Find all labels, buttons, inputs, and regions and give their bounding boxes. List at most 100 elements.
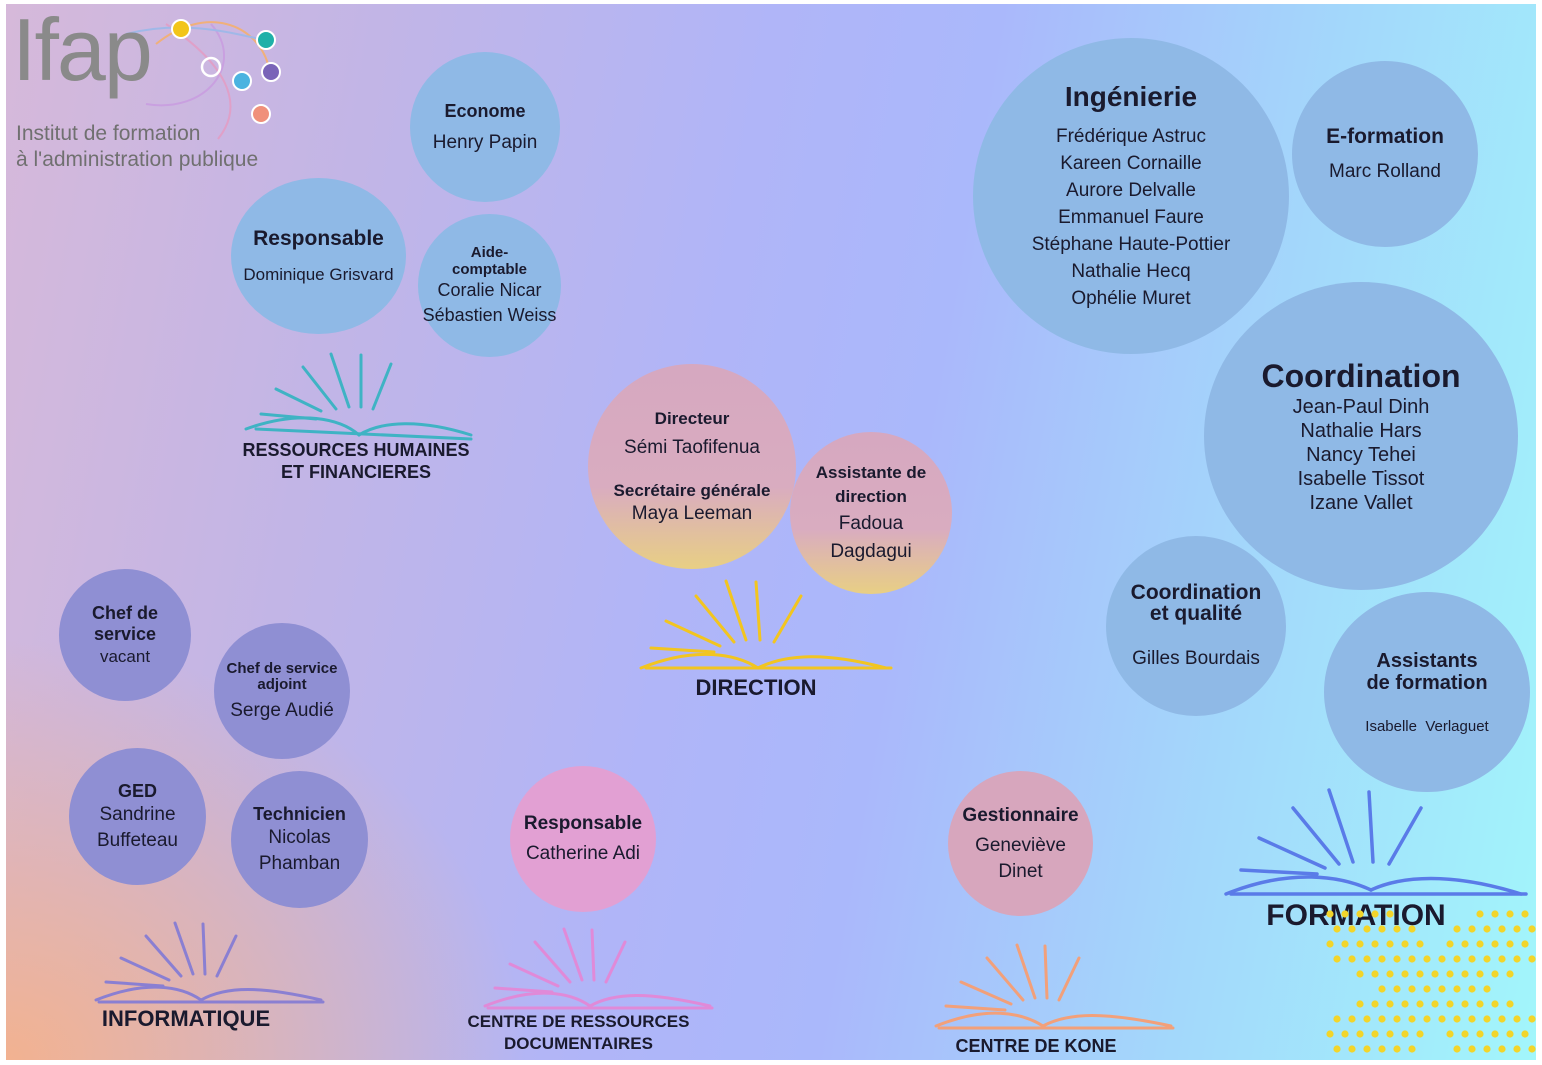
decorative-dot: [1333, 1015, 1341, 1023]
decorative-dot: [1416, 1030, 1424, 1038]
chef-service-name: vacant: [99, 647, 151, 666]
decorative-dot: [1491, 940, 1499, 948]
decorative-dot: [1506, 940, 1514, 948]
decorative-dot: [1521, 910, 1529, 918]
decorative-dot: [1408, 1015, 1416, 1023]
logo-tagline-2: à l'administration publique: [16, 148, 259, 171]
crd-responsable-name: Catherine Adi: [525, 843, 641, 864]
decorative-dot: [1378, 1015, 1386, 1023]
ingenierie-name: Aurore Delvalle: [1066, 179, 1196, 201]
decorative-dot: [1483, 1045, 1491, 1053]
coordination-name: Nancy Tehei: [1306, 443, 1416, 466]
decorative-dot: [1468, 1045, 1476, 1053]
decorative-dot: [1528, 1045, 1536, 1053]
decorative-dot: [1341, 1030, 1349, 1038]
decorative-dot: [1461, 940, 1469, 948]
decorative-dot: [1491, 1000, 1499, 1008]
gestionnaire-name-2: Dinet: [998, 860, 1043, 882]
decorative-dot: [1476, 970, 1484, 978]
coordination-name: Nathalie Hars: [1300, 419, 1422, 442]
decorative-dot: [1386, 970, 1394, 978]
org-chart-canvas: Ifap Institut de formation à l'administr…: [6, 4, 1536, 1060]
decorative-dot: [1423, 1015, 1431, 1023]
assistante-name-1: Fadoua: [838, 513, 904, 534]
aide-name-2: Sébastien Weiss: [422, 305, 557, 325]
ingenierie-circle: Ingénierie Frédérique Astruc Kareen Corn…: [973, 38, 1289, 354]
decorative-dot: [1491, 910, 1499, 918]
rh-book-icon: [244, 352, 473, 441]
rh-label-1: RESSOURCES HUMAINES: [242, 440, 470, 460]
coordination-names: Jean-Paul Dinh Nathalie Hars Nancy Tehei…: [1293, 395, 1430, 515]
eformation-title: E-formation: [1326, 125, 1444, 148]
logo-brand: Ifap: [12, 4, 153, 99]
decorative-dot: [1483, 925, 1491, 933]
ged-circle: GED Sandrine Buffeteau: [69, 748, 206, 885]
decorative-dot: [1438, 1015, 1446, 1023]
crd-label-2: DOCUMENTAIRES: [504, 1034, 653, 1054]
chef-adjoint-title-1: Chef de service: [226, 659, 338, 677]
decorative-dot: [1408, 985, 1416, 993]
decorative-dot: [1401, 1030, 1409, 1038]
decorative-dot: [1513, 925, 1521, 933]
decorative-dot: [1453, 925, 1461, 933]
decorative-dot: [1371, 1000, 1379, 1008]
decorative-dot: [1528, 955, 1536, 963]
decorative-dot: [1333, 955, 1341, 963]
chef-service-title: Chef de service: [91, 603, 158, 644]
decorative-dot: [1453, 1015, 1461, 1023]
decorative-dot: [1521, 940, 1529, 948]
assistante-title-1: Assistante de: [815, 463, 927, 482]
decorative-dot: [1431, 970, 1439, 978]
crd-label-1: CENTRE DE RESSOURCES: [467, 1012, 690, 1031]
informatique-book-icon: [94, 921, 325, 1004]
ingenierie-name: Nathalie Hecq: [1071, 260, 1191, 282]
direction-book-icon: [639, 579, 893, 670]
decorative-dot: [1341, 940, 1349, 948]
decorative-dot: [1341, 910, 1349, 918]
decorative-dot: [1446, 940, 1454, 948]
decorative-dot: [1498, 925, 1506, 933]
decorative-dot: [1521, 1030, 1529, 1038]
gestionnaire-circle: Gestionnaire Geneviève Dinet: [948, 771, 1093, 916]
decorative-dot: [1333, 925, 1341, 933]
decorative-dot: [1408, 1045, 1416, 1053]
decorative-dot: [1453, 1045, 1461, 1053]
decorative-dots: [1326, 910, 1536, 1053]
decorative-dot: [1348, 955, 1356, 963]
ged-name-1: Sandrine: [99, 804, 176, 825]
chef-adjoint-name: Serge Audié: [230, 699, 334, 721]
decorative-dot: [1356, 940, 1364, 948]
logo-tagline-1: Institut de formation: [16, 122, 201, 145]
decorative-dot: [1513, 1015, 1521, 1023]
ingenierie-name: Stéphane Haute-Pottier: [1031, 233, 1231, 255]
directeur-circle: Directeur Sémi Taofifenua Secrétaire gén…: [588, 364, 796, 569]
decorative-dot: [1416, 940, 1424, 948]
informatique-section-label: INFORMATIQUE: [101, 1006, 271, 1031]
ingenierie-name: Frédérique Astruc: [1056, 125, 1206, 147]
ged-title: GED: [117, 781, 157, 801]
decorative-dot: [1423, 955, 1431, 963]
aide-title-2: comptable: [451, 260, 527, 278]
technicien-circle: Technicien Nicolas Phamban: [231, 771, 368, 908]
ingenierie-name: Emmanuel Faure: [1058, 206, 1204, 228]
decorative-dot: [1528, 925, 1536, 933]
technicien-name-1: Nicolas: [268, 827, 331, 848]
decorative-dot: [1461, 1030, 1469, 1038]
rh-label-2: ET FINANCIERES: [280, 461, 431, 482]
crd-section-label: CENTRE DE RESSOURCES DOCUMENTAIRES: [456, 1012, 701, 1055]
decorative-dot: [1371, 910, 1379, 918]
decorative-dot: [1393, 955, 1401, 963]
decorative-dot: [1438, 955, 1446, 963]
assistants-formation-circle: Assistants de formation Isabelle Verlagu…: [1324, 592, 1530, 792]
decorative-dot: [1506, 970, 1514, 978]
coordination-title: Coordination: [1261, 357, 1461, 394]
aide-name-1: Coralie Nicar: [437, 280, 542, 300]
formation-section-label: FORMATION: [1266, 899, 1446, 932]
decorative-dot: [1431, 1000, 1439, 1008]
decorative-dot: [1408, 925, 1416, 933]
sg-name: Maya Leeman: [631, 502, 753, 524]
chef-adjoint-title-2: adjoint: [257, 676, 307, 693]
decorative-dot: [1506, 910, 1514, 918]
ifap-logo: Ifap Institut de formation à l'administr…: [6, 4, 306, 179]
decorative-dot: [1438, 985, 1446, 993]
